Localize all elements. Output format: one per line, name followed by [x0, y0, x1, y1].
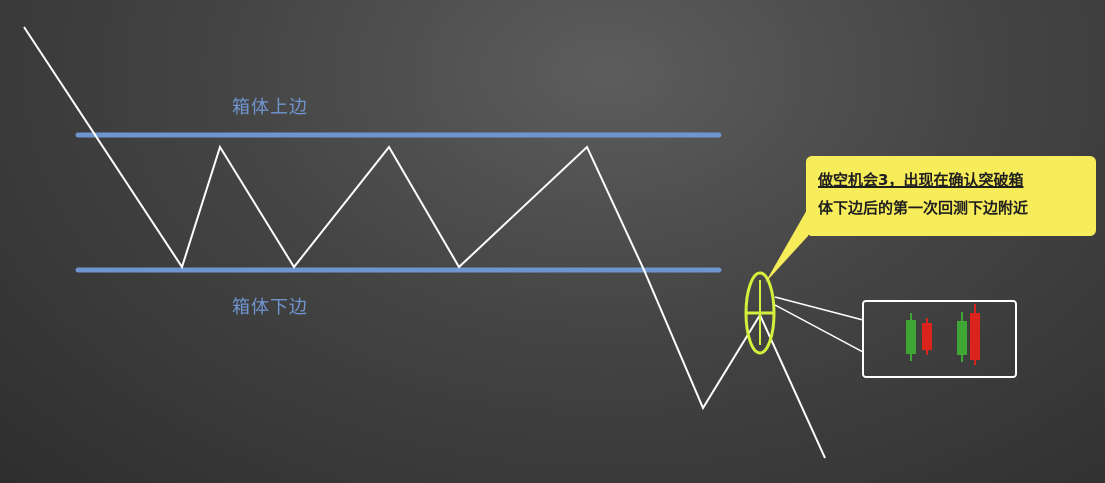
price-path [23, 26, 826, 459]
callout-text-line1: 做空机会3，出现在确认突破箱 [818, 171, 1024, 189]
retest-highlight [744, 271, 776, 355]
callout-text-line2: 体下边后的第一次回测下边附近 [818, 199, 1029, 217]
box-upper-label: 箱体上边 [232, 97, 308, 118]
callout-pointer [765, 208, 808, 283]
box-lower-label: 箱体下边 [232, 297, 308, 318]
candlestick-chart-icon [862, 300, 1017, 378]
zoom-connector-bottom [774, 304, 864, 353]
callout-box: 做空机会3，出现在确认突破箱 体下边后的第一次回测下边附近 [806, 156, 1096, 236]
zoom-connector-top [774, 296, 864, 321]
